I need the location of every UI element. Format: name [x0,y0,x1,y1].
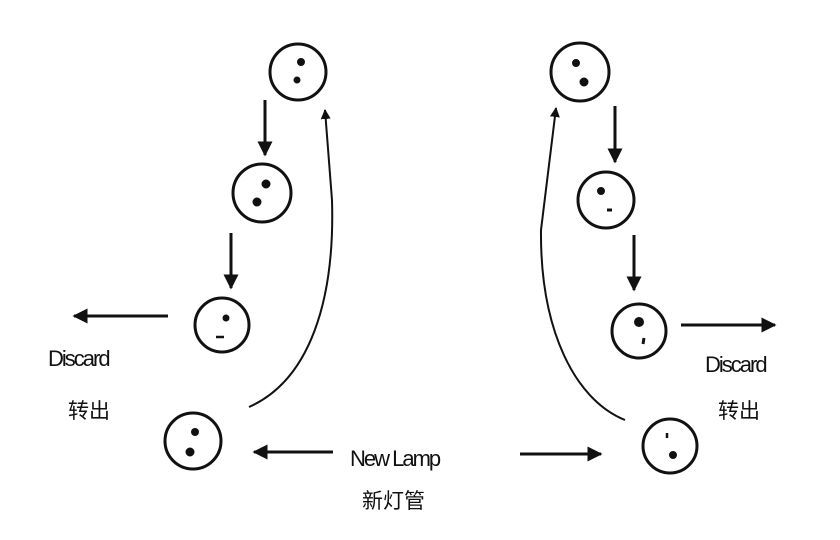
right-lamp-third [610,302,668,360]
left-lamp-bottom [163,411,223,471]
left-lamp-top [268,42,328,102]
right-lamp-top [549,41,611,103]
right-lamp-bottom [641,417,699,475]
new-lamp-label: New Lamp [350,446,441,471]
right-lamp-second [576,170,636,230]
left-discard-label: Discard [48,346,109,371]
left-lamp-second [231,162,293,224]
right-discard-cn-label: 转出 [718,399,760,423]
left-discard-cn-label: 转出 [68,399,110,423]
new-lamp-cn-label: 新灯管 [362,489,425,513]
left-lamp-third [193,296,251,354]
right-return-curve-arrow [539,107,626,421]
left-return-curve-arrow [248,109,334,408]
right-discard-label: Discard [705,352,766,377]
